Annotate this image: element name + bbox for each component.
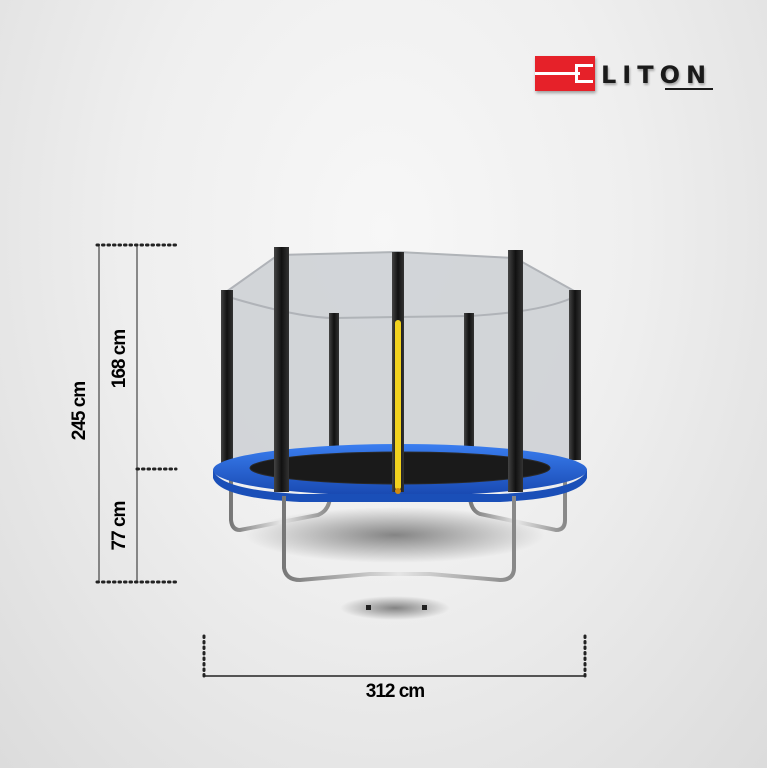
width-measurement xyxy=(202,634,587,678)
logo-text: LITON xyxy=(601,61,713,89)
total-height-label: 245 cm xyxy=(69,381,90,441)
pole xyxy=(329,313,339,463)
ladder xyxy=(367,494,427,608)
zipper-icon xyxy=(395,320,401,490)
pole xyxy=(274,247,289,492)
diameter-label: 312 cm xyxy=(365,681,425,702)
pole xyxy=(464,313,474,463)
pole xyxy=(508,250,523,492)
brand-logo: LITON xyxy=(535,56,715,92)
frame-height-label: 77 cm xyxy=(109,501,130,551)
height-measurement xyxy=(95,243,178,584)
logo-underline xyxy=(665,88,713,90)
front-legs xyxy=(282,496,516,583)
pole xyxy=(221,290,233,470)
pole xyxy=(569,290,581,460)
ground-shadow xyxy=(245,507,545,563)
net-height-label: 168 cm xyxy=(109,329,130,389)
logo-mark-icon xyxy=(535,56,595,91)
